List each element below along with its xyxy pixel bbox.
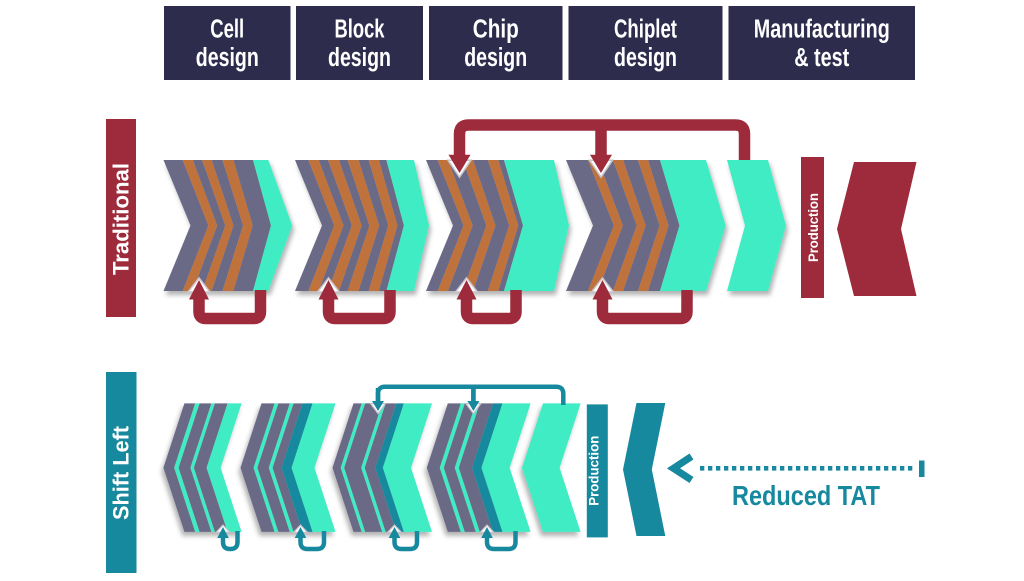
svg-text:Manufacturing: Manufacturing [754, 16, 890, 44]
svg-text:design: design [328, 44, 391, 72]
svg-text:design: design [614, 44, 677, 72]
svg-text:Block: Block [335, 16, 386, 44]
svg-text:Traditional: Traditional [109, 163, 134, 275]
svg-text:Cell: Cell [210, 16, 244, 44]
svg-text:design: design [196, 44, 259, 72]
svg-text:Reduced TAT: Reduced TAT [732, 480, 880, 511]
svg-text:& test: & test [794, 44, 849, 72]
svg-text:design: design [464, 44, 527, 72]
svg-text:Chip: Chip [473, 16, 519, 44]
svg-text:Production: Production [805, 193, 821, 262]
svg-text:Shift Left: Shift Left [109, 425, 134, 520]
svg-text:Production: Production [586, 436, 602, 506]
svg-text:Chiplet: Chiplet [614, 16, 677, 44]
